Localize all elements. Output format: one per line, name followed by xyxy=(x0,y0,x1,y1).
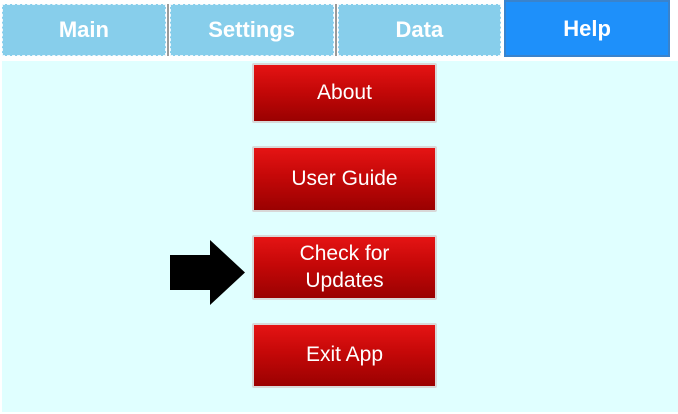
tab-data-label: Data xyxy=(395,17,444,42)
tab-gap xyxy=(501,0,505,57)
tab-settings[interactable]: Settings xyxy=(169,4,334,56)
check-for-updates-button[interactable]: Check for Updates xyxy=(252,235,437,300)
tab-bar: Main Settings Data Help xyxy=(2,0,670,57)
check-for-updates-button-label: Check for Updates xyxy=(299,242,390,292)
exit-app-button-label: Exit App xyxy=(305,343,384,367)
tab-help[interactable]: Help xyxy=(504,0,670,57)
about-button[interactable]: About xyxy=(252,63,437,123)
tab-divider xyxy=(334,4,337,56)
tab-data[interactable]: Data xyxy=(337,4,502,56)
about-button-label: About xyxy=(317,80,372,104)
exit-app-button[interactable]: Exit App xyxy=(252,323,437,388)
user-guide-button[interactable]: User Guide xyxy=(252,146,437,212)
tab-divider xyxy=(166,4,169,56)
tab-main-label: Main xyxy=(58,17,109,42)
right-arrow-icon xyxy=(170,240,245,305)
tab-main[interactable]: Main xyxy=(2,4,166,56)
tab-settings-label: Settings xyxy=(208,17,296,42)
user-guide-button-label: User Guide xyxy=(291,166,398,190)
tab-help-label: Help xyxy=(563,15,611,41)
